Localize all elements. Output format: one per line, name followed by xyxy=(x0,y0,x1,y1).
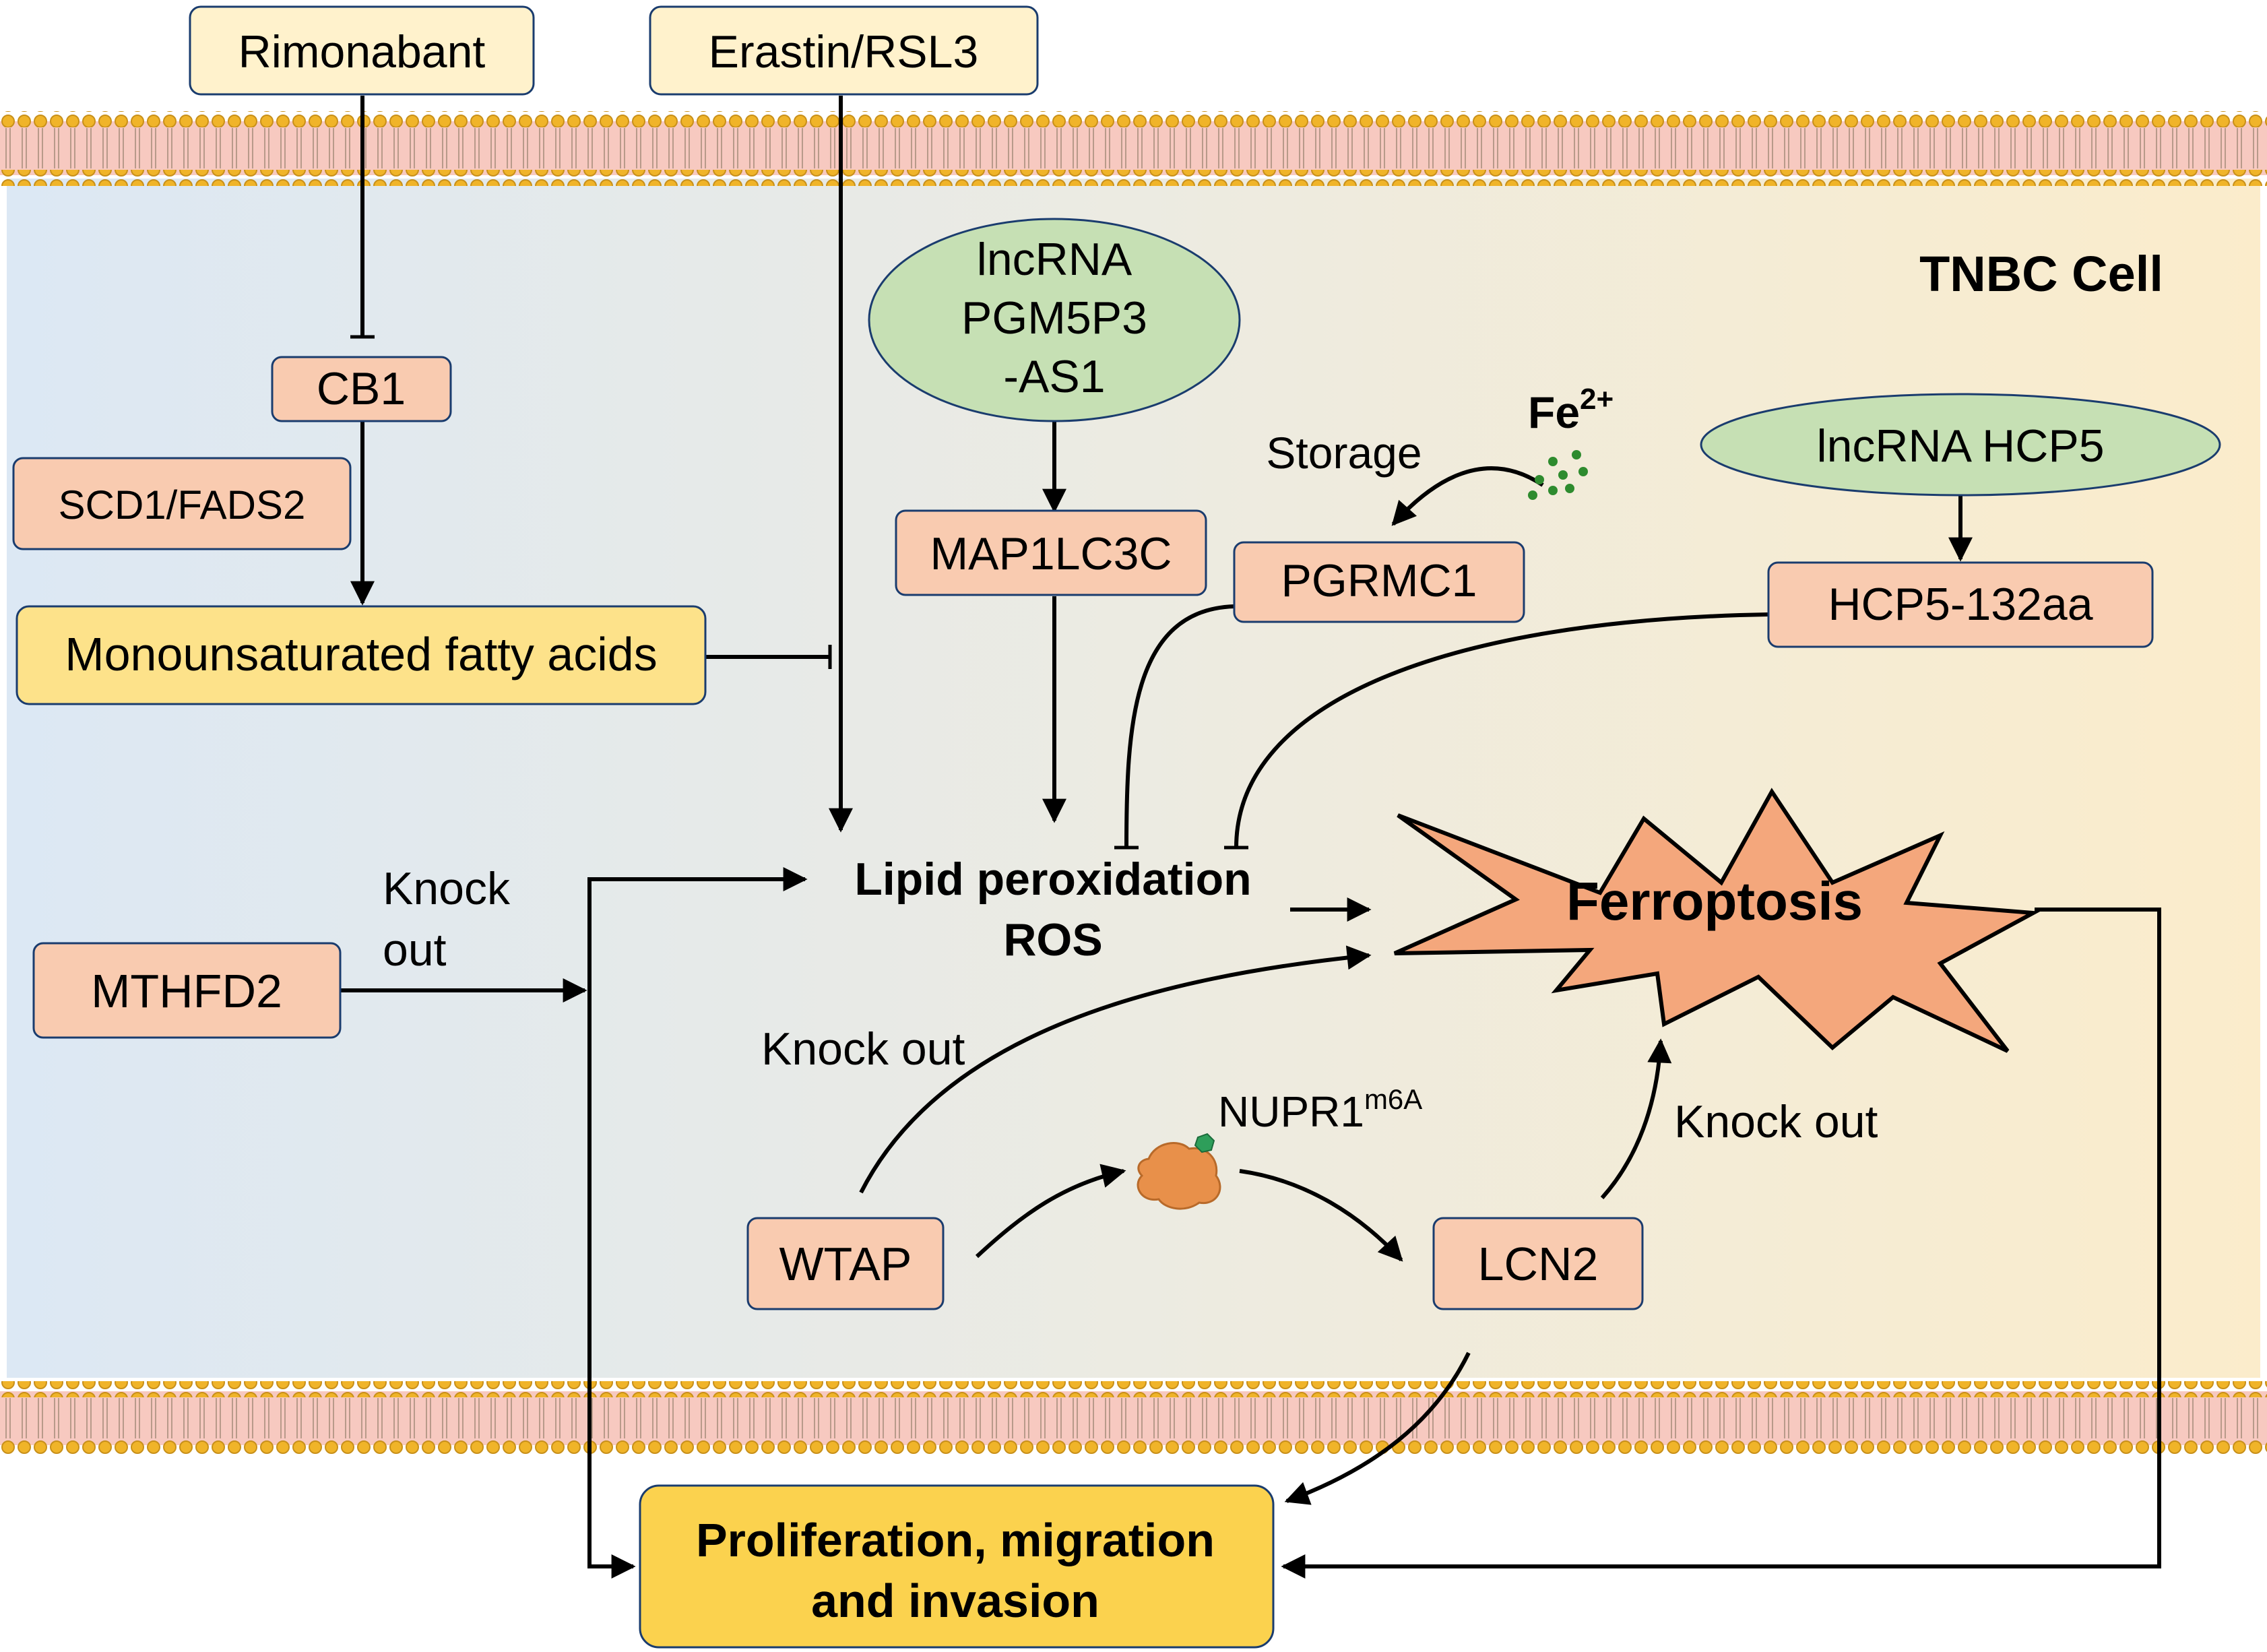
mthfd2-label: MTHFD2 xyxy=(91,965,282,1017)
map1lc3c-label: MAP1LC3C xyxy=(930,528,1172,579)
membrane-bottom xyxy=(0,1381,2267,1456)
lcn2-to-proliferation-arrow xyxy=(1284,1352,1471,1505)
lcn2-label: LCN2 xyxy=(1478,1238,1599,1290)
storage-label: Storage xyxy=(1266,428,1422,478)
hcp5-132aa-label: HCP5-132aa xyxy=(1828,579,2093,630)
wtap-knockout-to-ferroptosis xyxy=(859,945,1372,1194)
cb1-label: CB1 xyxy=(317,363,406,414)
rimonabant-box xyxy=(189,5,535,96)
proliferation-line2: and invasion xyxy=(811,1575,1099,1627)
erastin-label: Erastin/RSL3 xyxy=(709,26,979,77)
lipid-peroxidation-label: Lipid peroxidation xyxy=(854,854,1251,905)
proliferation-box xyxy=(639,1484,1275,1649)
map1lc3c-box xyxy=(895,509,1207,596)
pgrmc1-inhibits-lipid xyxy=(1114,604,1235,850)
mufa-label: Monounsaturated fatty acids xyxy=(65,628,657,680)
lcn2-box xyxy=(1432,1217,1644,1310)
hcp5-132aa-box xyxy=(1767,561,2154,648)
mthfd2-knockout-line1: Knock xyxy=(383,863,511,914)
mthfd2-knockout-line2: out xyxy=(383,924,447,976)
erastin-box xyxy=(649,5,1039,96)
pgrmc1-label: PGRMC1 xyxy=(1281,555,1477,606)
pgrmc1-box xyxy=(1233,541,1525,623)
mthfd2-box xyxy=(32,942,342,1039)
connectors xyxy=(340,96,2161,1579)
cell-label: TNBC Cell xyxy=(1919,246,2163,302)
lncrna-hcp5-label: lncRNA HCP5 xyxy=(1816,420,2104,472)
wtap-knockout-label: Knock out xyxy=(761,1023,965,1075)
lncrna-pgm-line1: lncRNA xyxy=(977,234,1132,285)
nupr1-protein-icon xyxy=(1137,1133,1221,1210)
scd1-fads2-label: SCD1/FADS2 xyxy=(59,482,306,528)
cb1-box xyxy=(271,356,452,422)
rimonabant-label: Rimonabant xyxy=(238,26,486,77)
iron-storage-arrow xyxy=(1391,466,1544,526)
ferroptosis-label: Ferroptosis xyxy=(1566,871,1863,931)
mufa-box xyxy=(15,605,707,705)
nupr1-to-lcn2-arrow xyxy=(1239,1169,1403,1262)
lncrna-pgm-line2: PGM5P3 xyxy=(961,292,1147,344)
hcp5-132aa-inhibits-lipid xyxy=(1223,612,1769,850)
wtap-box xyxy=(746,1217,945,1310)
lncrna-pgm5p3-oval xyxy=(868,218,1241,422)
scd1-fads2-box xyxy=(12,457,352,550)
lncrna-hcp5-oval xyxy=(1700,393,2221,497)
proliferation-line1: Proliferation, migration xyxy=(696,1514,1215,1566)
wtap-label: WTAP xyxy=(779,1238,912,1290)
lcn2-knockout-to-ferroptosis xyxy=(1600,1038,1672,1200)
iron-particles xyxy=(1528,450,1588,500)
nupr1-label: NUPR1m6A xyxy=(1218,1083,1422,1136)
lcn2-knockout-label: Knock out xyxy=(1674,1096,1878,1147)
wtap-to-nupr1-arrow xyxy=(975,1164,1126,1259)
lncrna-pgm-line3: -AS1 xyxy=(1003,351,1105,402)
ros-label: ROS xyxy=(1003,914,1102,965)
ferroptosis-burst xyxy=(1393,788,2041,1053)
iron-label: Fe2+ xyxy=(1528,383,1614,437)
membrane-top xyxy=(0,111,2267,186)
ferroptosis-to-proliferation-arrow xyxy=(1281,908,2161,1579)
